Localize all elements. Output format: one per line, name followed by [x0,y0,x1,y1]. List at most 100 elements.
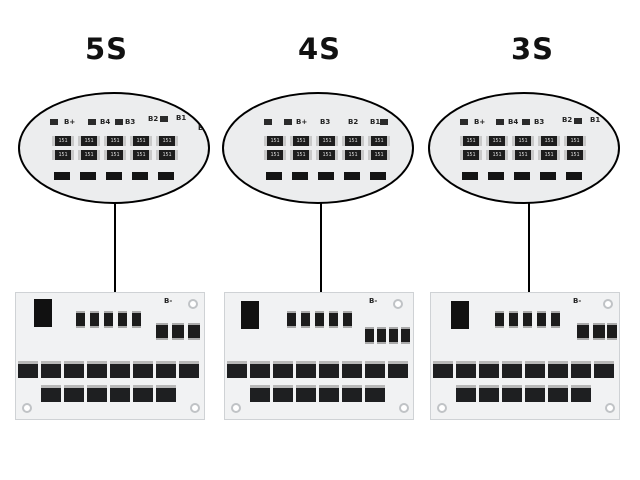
panel-4s: 4S B+ B3 B2 B1 151 151 151 151 151 151 1… [213,0,426,480]
zoom-label: B+ [64,118,76,126]
mosfet [133,385,153,402]
resistor [329,311,338,328]
connector-line [320,203,322,296]
connector-line [114,203,116,296]
transistor [80,172,96,180]
mosfet [365,385,385,402]
resistor [523,311,532,328]
mosfet [525,361,545,378]
mosfet [365,361,385,378]
resistor: 151 [156,136,178,146]
mosfet [502,361,522,378]
bms-board: B- [430,292,620,420]
control-chip [451,301,469,329]
mosfet [250,361,270,378]
transistor [370,172,386,180]
mosfet [479,361,499,378]
mounting-hole [22,403,32,413]
board-label: B- [573,297,582,305]
transistor [488,172,504,180]
transistor [106,172,122,180]
resistor: 151 [52,136,74,146]
resistor [593,323,605,340]
resistor: 151 [52,150,74,160]
zoom-label: B2 [562,116,573,124]
resistor: 151 [564,150,586,160]
mounting-hole [231,403,241,413]
mosfet [548,385,568,402]
zoom-label: B1 [590,116,601,124]
resistor: 151 [290,136,312,146]
zoom-label: B+ [296,118,308,126]
solder-pad [522,119,530,125]
mosfet [87,385,107,402]
transistor [566,172,582,180]
resistor [172,323,184,340]
mosfet [110,361,130,378]
resistor: 151 [564,136,586,146]
resistor [401,327,410,344]
resistor: 151 [104,150,126,160]
mosfet [156,361,176,378]
mosfet [64,385,84,402]
transistor [540,172,556,180]
resistor [509,311,518,328]
board-label: B- [164,297,173,305]
solder-pad [115,119,123,125]
resistor: 151 [538,136,560,146]
bms-board: B- [224,292,414,420]
zoom-label: B1 [370,118,381,126]
resistor [315,311,324,328]
mosfet [41,361,61,378]
mosfet [110,385,130,402]
mounting-hole [437,403,447,413]
resistor: 151 [486,136,508,146]
resistor: 151 [368,150,390,160]
panel-3s: 3S B+ B4 B3 B2 B1 151 151 151 151 151 15… [426,0,639,480]
resistor: 151 [538,150,560,160]
zoom-label: B2 [348,118,359,126]
resistor [577,323,589,340]
resistor: 151 [264,136,286,146]
resistor: 151 [130,136,152,146]
transistor [318,172,334,180]
zoom-label: B1 [176,114,187,122]
resistor [188,323,200,340]
mosfet [594,361,614,378]
mosfet [456,361,476,378]
panel-title: 4S [297,32,342,66]
mosfet [571,361,591,378]
resistor [551,311,560,328]
resistor: 151 [512,136,534,146]
resistor [389,327,398,344]
mosfet [433,361,453,378]
solder-pad [496,119,504,125]
resistor [104,311,113,328]
mounting-hole [605,403,615,413]
zoom-circle: B+ B4 B3 B2 B1 B 151 151 151 151 151 151… [18,92,210,204]
solder-pad [88,119,96,125]
resistor: 151 [460,136,482,146]
solder-pad [50,119,58,125]
resistor: 151 [460,150,482,160]
resistor: 151 [342,150,364,160]
resistor: 151 [78,136,100,146]
mosfet [456,385,476,402]
mosfet [133,361,153,378]
mosfet [227,361,247,378]
mosfet [502,385,522,402]
resistor: 151 [512,150,534,160]
solder-pad [264,119,272,125]
solder-pad [160,116,168,122]
zoom-label: B3 [534,118,545,126]
resistor: 151 [264,150,286,160]
zoom-label: B3 [320,118,331,126]
panel-title: 5S [84,32,129,66]
resistor [156,323,168,340]
mosfet [296,361,316,378]
resistor: 151 [78,150,100,160]
mosfet [273,361,293,378]
zoom-circle: B+ B4 B3 B2 B1 151 151 151 151 151 151 1… [428,92,620,204]
resistor: 151 [130,150,152,160]
zoom-label: B4 [508,118,519,126]
